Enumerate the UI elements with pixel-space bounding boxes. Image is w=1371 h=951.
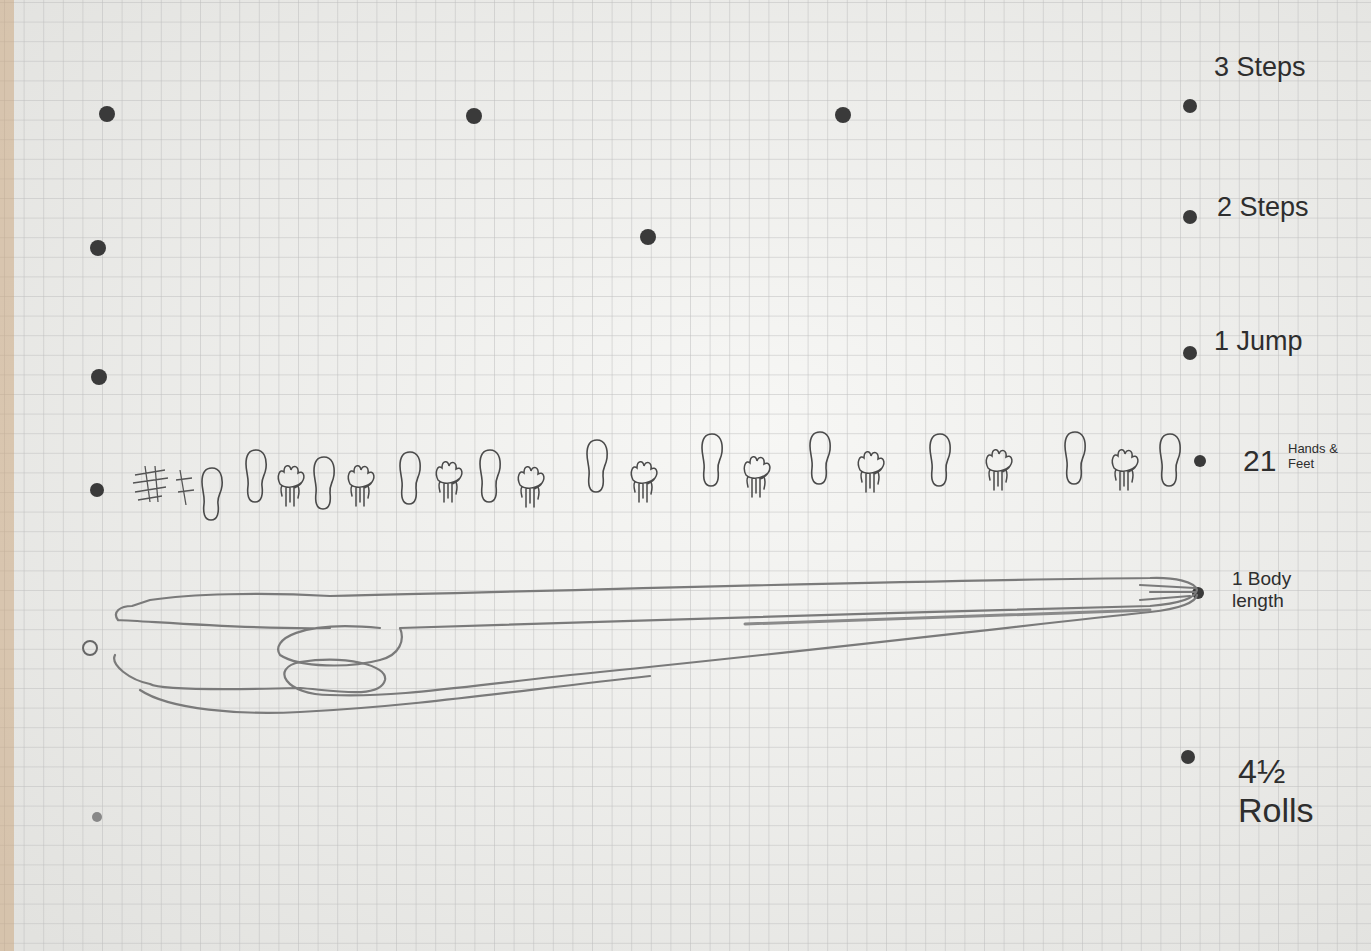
foot-print — [587, 440, 607, 492]
marker-dot — [640, 229, 656, 245]
marker-dot — [90, 240, 106, 256]
foot-print — [1065, 432, 1085, 484]
scribble-print — [133, 466, 194, 505]
marker-dot — [1181, 750, 1195, 764]
body-lower-outline — [114, 595, 1197, 695]
hand-print — [986, 450, 1012, 490]
marker-dot — [92, 812, 102, 822]
foot-print — [246, 450, 266, 502]
foot-print — [314, 457, 334, 509]
hand-print — [348, 466, 374, 506]
marker-dots — [83, 99, 1206, 822]
marker-dot — [1183, 210, 1197, 224]
hand-and-foot-prints — [133, 432, 1180, 520]
measure-label: 2 Steps — [1217, 192, 1309, 223]
hand-print — [518, 467, 544, 507]
body-upper-outline — [116, 578, 1197, 666]
finger-lines — [1140, 585, 1195, 600]
body-outline — [114, 578, 1197, 713]
measure-label: 1 Jump — [1214, 326, 1303, 357]
measure-label: Hands & Feet — [1288, 442, 1344, 472]
hand-print — [1112, 450, 1138, 490]
measure-label: 3 Steps — [1214, 52, 1306, 83]
hand-print — [278, 466, 304, 506]
marker-dot — [1183, 99, 1197, 113]
marker-dot — [466, 108, 482, 124]
foot-print — [1160, 434, 1180, 486]
hand-print — [631, 462, 657, 502]
marker-dot — [90, 483, 104, 497]
foot-print — [810, 432, 830, 484]
hand-print — [744, 457, 770, 497]
paper-edge — [0, 0, 14, 951]
marker-dot — [99, 106, 115, 122]
measure-label: 1 Body length — [1232, 568, 1332, 612]
marker-dot — [83, 641, 97, 655]
measure-label: 4½ Rolls — [1238, 752, 1348, 830]
hand-print — [858, 452, 884, 492]
foot-print — [702, 434, 722, 486]
foot-print — [480, 450, 500, 502]
measure-label: 21 — [1243, 444, 1276, 479]
marker-dot — [91, 369, 107, 385]
body-leg-outline — [140, 676, 650, 713]
marker-dot — [1183, 346, 1197, 360]
body-line — [745, 610, 1150, 624]
marker-dot — [835, 107, 851, 123]
foot-print — [400, 452, 420, 504]
hand-print — [436, 462, 462, 502]
foot-print — [930, 434, 950, 486]
foot-print — [202, 468, 222, 520]
marker-dot — [1194, 455, 1206, 467]
